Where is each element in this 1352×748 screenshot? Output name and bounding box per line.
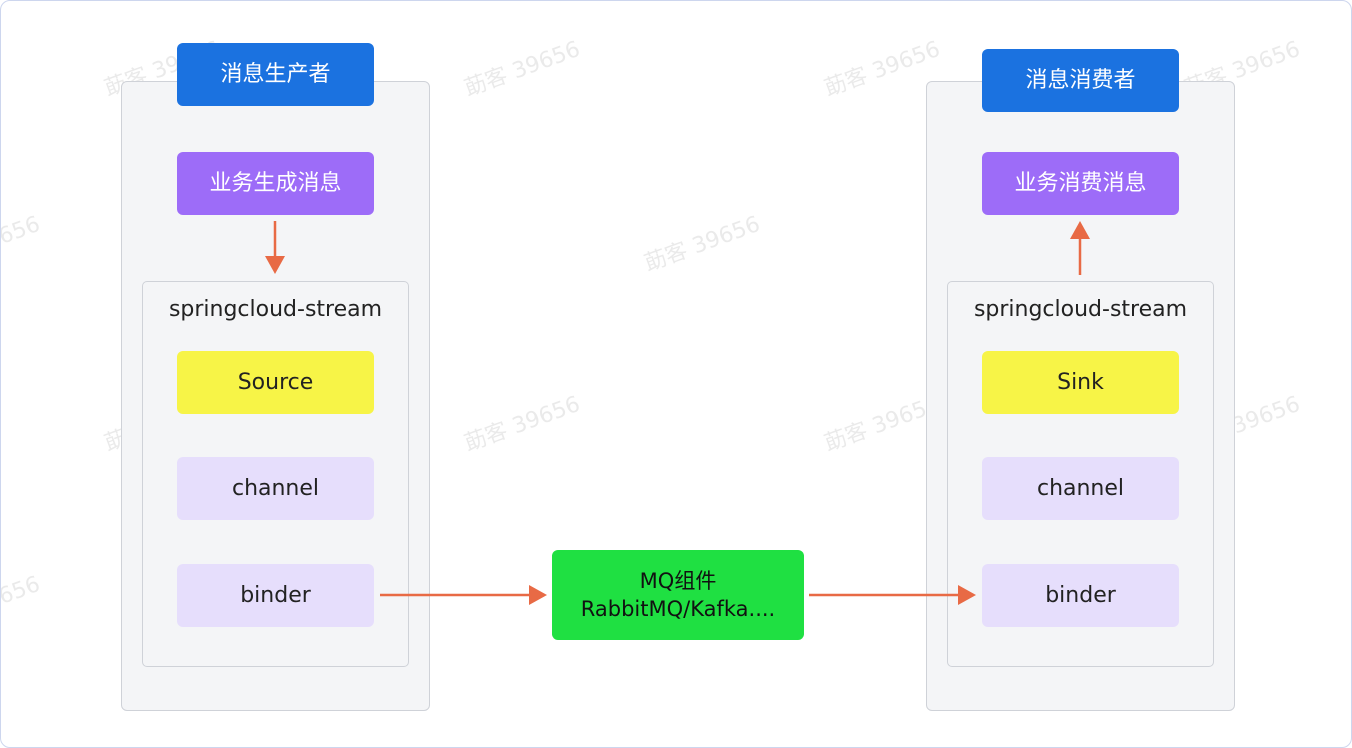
producer-binder-node: binder xyxy=(177,564,374,627)
watermark: 莇客 39656 xyxy=(0,571,44,637)
watermark: 莇客 39656 xyxy=(461,391,584,457)
producer-business-node: 业务生成消息 xyxy=(177,152,374,215)
consumer-business-node: 业务消费消息 xyxy=(982,152,1179,215)
watermark: 莇客 39656 xyxy=(641,211,764,277)
mq-subtitle: RabbitMQ/Kafka.... xyxy=(580,597,776,621)
source-node: Source xyxy=(177,351,374,414)
consumer-title: 消息消费者 xyxy=(982,49,1179,112)
consumer-channel-node: channel xyxy=(982,457,1179,520)
watermark: 莇客 39656 xyxy=(461,36,584,102)
producer-title: 消息生产者 xyxy=(177,43,374,106)
watermark: 莇客 39656 xyxy=(0,211,44,277)
sink-node: Sink xyxy=(982,351,1179,414)
producer-channel-node: channel xyxy=(177,457,374,520)
consumer-stream-label: springcloud-stream xyxy=(973,297,1188,322)
arrow-binder-to-mq-head xyxy=(529,585,547,605)
producer-stream-label: springcloud-stream xyxy=(168,297,383,322)
mq-component-node: MQ组件 RabbitMQ/Kafka.... xyxy=(552,550,804,640)
consumer-binder-node: binder xyxy=(982,564,1179,627)
mq-title: MQ组件 xyxy=(639,569,717,593)
